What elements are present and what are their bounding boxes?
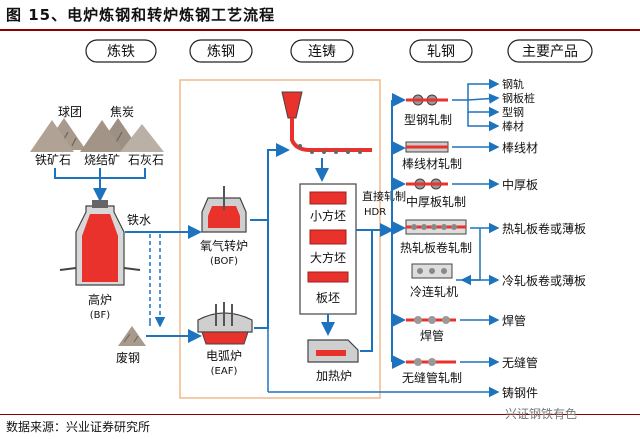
bof-en-label: (BOF) <box>210 256 238 267</box>
scrap-label: 废钢 <box>116 350 140 365</box>
reheat-furnace-icon <box>307 339 359 363</box>
continuous-caster-icon <box>281 91 372 154</box>
eaf-to-caster-arrow <box>254 150 269 329</box>
cold-mill-label: 冷连轧机 <box>410 284 458 299</box>
header-casting-label: 连铸 <box>308 44 336 60</box>
product-wire-rod: 棒线材 <box>502 141 538 155</box>
bof-label: 氧气转炉 <box>200 238 248 253</box>
scrap-pile-icon <box>118 326 146 346</box>
header-rolling-label: 轧钢 <box>427 44 455 60</box>
header-products: 主要产品 <box>507 39 593 63</box>
header-ironmaking-label: 炼铁 <box>107 44 135 60</box>
watermark: 兴证钢铁有色 <box>505 407 578 421</box>
cold-mill-icon <box>411 263 453 279</box>
plate-mill-icon <box>406 178 448 190</box>
product-plate: 中厚板 <box>502 177 538 192</box>
coke-label: 焦炭 <box>110 105 134 119</box>
blast-furnace-icon <box>59 200 141 286</box>
iron-ore-pile-icon <box>30 120 74 152</box>
product-hot-coil: 热轧板卷或薄板 <box>502 221 586 236</box>
hot-metal-to-eaf-dashed <box>149 234 161 320</box>
product-cold-coil: 冷轧板卷或薄板 <box>502 273 586 288</box>
raw-to-bf-arrow <box>54 168 146 200</box>
seamless-mill-label: 无缝管轧制 <box>402 370 462 385</box>
hot-strip-mill-icon <box>405 219 467 235</box>
sinter-pile-icon <box>80 120 124 152</box>
pellet-label: 球团 <box>58 105 82 119</box>
product-welded-pipe: 焊管 <box>502 313 526 328</box>
product-shapes: 型钢 <box>502 105 524 119</box>
bloom-label: 大方坯 <box>310 250 346 265</box>
billet-bar-icon <box>309 191 347 205</box>
limestone-label: 石灰石 <box>128 153 164 167</box>
hot-strip-mill-label: 热轧板卷轧制 <box>400 240 472 255</box>
wire-mill-icon <box>405 141 449 153</box>
steelmaking-frame <box>179 79 381 399</box>
header-products-label: 主要产品 <box>522 44 578 60</box>
seamless-mill-icon <box>406 358 456 366</box>
sinter-label: 烧结矿 <box>84 153 120 167</box>
plate-mill-label: 中厚板轧制 <box>406 194 466 209</box>
bof-converter-icon <box>201 186 247 233</box>
eaf-label: 电弧炉 <box>206 349 242 363</box>
header-steelmaking: 炼钢 <box>189 39 253 63</box>
figure-title: 图 15、电炉炼钢和转炉炼钢工艺流程 <box>6 6 276 24</box>
hdr-en-label: HDR <box>364 207 386 218</box>
product-sheet-pile: 钢板桩 <box>502 91 535 105</box>
section-mill-label: 型钢轧制 <box>404 113 452 127</box>
hot-metal-label: 铁水 <box>127 213 151 227</box>
header-casting: 连铸 <box>290 39 354 63</box>
source-note: 数据来源：兴业证券研究所 <box>6 420 151 434</box>
slab-bar-icon <box>307 271 349 283</box>
weld-pipe-mill-icon <box>406 316 456 324</box>
product-casting: 铸钢件 <box>502 385 538 400</box>
product-bar: 棒材 <box>502 119 524 133</box>
billet-label: 小方坯 <box>310 208 346 223</box>
wire-mill-label: 棒线材轧制 <box>402 157 462 171</box>
hdr-label: 直接轧制 <box>362 189 406 203</box>
header-steelmaking-label: 炼钢 <box>207 44 235 60</box>
reheat-to-mill-arrow <box>360 230 373 352</box>
eaf-en-label: (EAF) <box>211 366 238 377</box>
slab-label: 板坯 <box>316 291 340 305</box>
title-rule <box>0 29 640 31</box>
welded-mill-label: 焊管 <box>420 328 444 343</box>
product-seamless-pipe: 无缝管 <box>502 355 538 370</box>
product-rail: 钢轨 <box>502 77 524 91</box>
reheat-label: 加热炉 <box>316 369 352 383</box>
blast-furnace-en-label: (BF) <box>90 310 111 321</box>
bottom-rule <box>0 414 640 415</box>
header-rolling: 轧钢 <box>409 39 473 63</box>
title-bar: 图 15、电炉炼钢和转炉炼钢工艺流程 <box>0 0 640 31</box>
section-mill-icon <box>406 94 448 106</box>
blast-furnace-label: 高炉 <box>88 292 112 307</box>
iron-ore-label: 铁矿石 <box>35 153 71 167</box>
eaf-furnace-icon <box>197 302 253 345</box>
limestone-pile-icon <box>120 124 164 152</box>
header-ironmaking: 炼铁 <box>85 39 157 63</box>
bloom-bar-icon <box>309 229 347 245</box>
